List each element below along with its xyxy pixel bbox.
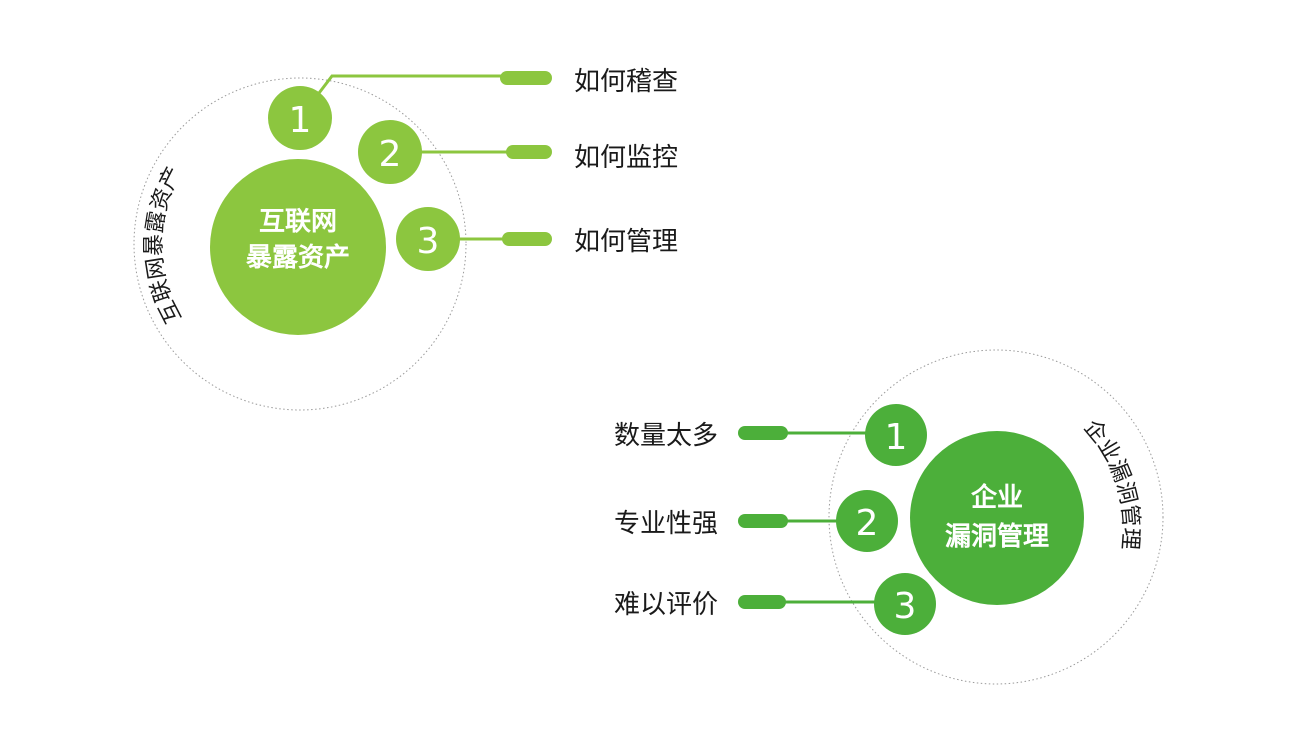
- top-cluster: 互联网暴露资产 互联网 暴露资产 1 2 3 如何稽查 如何监控 如何管理: [133, 67, 678, 411]
- top-label-2: 如何监控: [574, 143, 678, 173]
- top-connector-1: [298, 74, 530, 119]
- bottom-cluster: 企业漏洞管理 企业 漏洞管理 1 2 3 数量太多 专业性强 难以评价: [614, 349, 1164, 685]
- top-node-1-circle: [268, 86, 332, 150]
- top-pill-1: [500, 71, 552, 85]
- top-node-2-circle: [358, 120, 422, 184]
- bottom-node-2-number: 2: [856, 503, 879, 544]
- top-pill-3: [502, 232, 552, 246]
- top-center-line1: 互联网: [259, 207, 337, 237]
- bottom-node-3-circle: [874, 573, 936, 635]
- bottom-ring-label: 企业漏洞管理: [1079, 415, 1143, 550]
- top-ring-label: 互联网暴露资产: [142, 163, 187, 327]
- top-label-1: 如何稽查: [574, 67, 678, 97]
- top-node-3-circle: [396, 207, 460, 271]
- bottom-label-2: 专业性强: [614, 509, 718, 539]
- top-node-2-number: 2: [379, 134, 402, 175]
- top-pill-2: [506, 145, 552, 159]
- bottom-node-1-circle: [865, 404, 927, 466]
- bottom-pill-1: [738, 426, 788, 440]
- bottom-label-1: 数量太多: [614, 421, 718, 451]
- bottom-pill-2: [738, 514, 788, 528]
- top-node-1-number: 1: [289, 100, 312, 141]
- bottom-node-3-number: 3: [894, 586, 917, 627]
- bottom-node-2-circle: [836, 490, 898, 552]
- bottom-pill-3: [738, 595, 786, 609]
- bottom-label-3: 难以评价: [614, 590, 718, 620]
- bottom-center-line1: 企业: [971, 482, 1023, 513]
- bottom-center-line2: 漏洞管理: [945, 522, 1049, 552]
- bottom-center-circle: [910, 431, 1084, 605]
- bottom-node-1-number: 1: [885, 417, 908, 458]
- top-node-3-number: 3: [417, 221, 440, 262]
- top-ring: [133, 77, 467, 411]
- top-label-3: 如何管理: [574, 227, 678, 257]
- bottom-ring: [828, 349, 1164, 685]
- top-center-circle: [210, 159, 386, 335]
- top-center-line2: 暴露资产: [246, 243, 350, 273]
